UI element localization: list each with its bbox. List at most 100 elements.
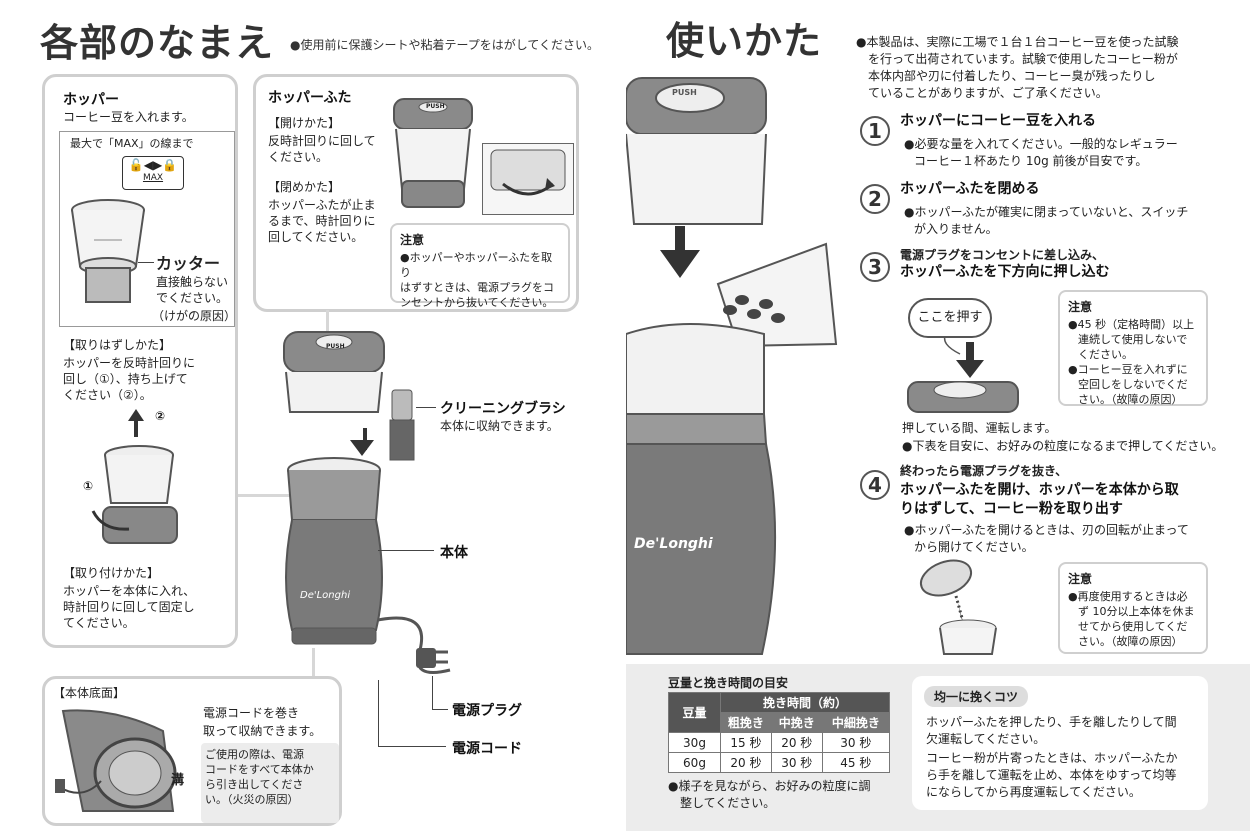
cutter-desc-2: でください。 bbox=[156, 291, 229, 305]
table-note-1: ●様子を見ながら、お好みの粒度に調 bbox=[668, 779, 871, 793]
cutter-label: カッター bbox=[156, 254, 221, 273]
step-3-caution-4: ●コーヒー豆を入れずに bbox=[1068, 363, 1188, 376]
step-4-number: 4 bbox=[860, 470, 890, 500]
step-3-caution-1: ●45 秒（定格時間）以上 bbox=[1068, 318, 1195, 331]
press-here-bubble: ここを押す bbox=[908, 298, 992, 338]
table-note-2: 整してください。 bbox=[680, 796, 776, 810]
col-amount-header: 豆量 bbox=[668, 692, 721, 733]
cleaning-brush-label: クリーニングブラシ bbox=[440, 401, 566, 417]
cord-fire-note: ご使用の際は、電源 コードをすべて本体か ら引き出してくださ い。（火災の原因） bbox=[201, 743, 339, 823]
body-bottom-illustration bbox=[55, 709, 177, 812]
attach-heading: 【取り付けかた】 bbox=[63, 566, 160, 580]
intro-3: 本体内部や刃に付着したり、コーヒー臭が残ったりし bbox=[868, 69, 1156, 83]
col-fine-header: 中細挽き bbox=[821, 712, 891, 733]
protective-sheet-note: ●使用前に保護シートや粘着テープをはがしてください。 bbox=[290, 38, 600, 52]
max-line-box: 最大で「MAX」の線まで 🔓◀▶🔒 MAX カッター 直接触らない でください。… bbox=[59, 131, 236, 327]
open-heading: 【開けかた】 bbox=[268, 116, 341, 130]
rotate-arrow-icon bbox=[490, 149, 566, 196]
attach-text-3: てください。 bbox=[63, 616, 135, 630]
hopper-heading: ホッパー bbox=[63, 92, 119, 108]
close-heading: 【閉めかた】 bbox=[268, 180, 341, 194]
power-plug-label: 電源プラグ bbox=[452, 703, 522, 719]
tips-line-4: ら手を離して運転を止め、本体をゆすって均等 bbox=[926, 768, 1177, 782]
table-cell: 15 秒 bbox=[720, 732, 772, 753]
pour-grounds-illustration bbox=[919, 559, 997, 655]
remove-text-1: ホッパーを反時計回りに bbox=[63, 356, 196, 370]
table-row: 30g 15 秒 20 秒 30 秒 bbox=[668, 732, 891, 753]
step-3-caution-6: さい。（故障の原因） bbox=[1078, 393, 1183, 406]
step-4-title-3: りはずして、コーヒー粉を取り出す bbox=[900, 501, 1123, 517]
page-title-usage: 使いかた bbox=[666, 19, 823, 63]
lid-rotate-detail bbox=[482, 143, 574, 215]
close-text-3: 回してください。 bbox=[268, 230, 364, 244]
hopper-illustration bbox=[71, 199, 145, 303]
step-1-text-2: コーヒー１杯あたり 10g 前後が目安です。 bbox=[914, 154, 1148, 168]
body-bottom-panel: 【本体底面】 溝 電源コードを巻き 取って収納できます。 ご使用の際は、電源 コ… bbox=[42, 676, 342, 826]
bottom-note-4: い。（火災の原因） bbox=[205, 793, 299, 806]
col-time-header: 挽き時間（約） bbox=[720, 692, 890, 713]
step-3-title-2: ホッパーふたを下方向に押し込む bbox=[900, 264, 1110, 280]
lid-caution-box: 注意 ●ホッパーやホッパーふたを取り はずすときは、電源プラグをコ ンセントから… bbox=[390, 223, 570, 309]
power-cord-label: 電源コード bbox=[452, 741, 522, 757]
bottom-heading: 【本体底面】 bbox=[53, 686, 126, 700]
step-3-caution-5: 空回しをしないでくだ bbox=[1078, 378, 1188, 391]
power-plug-icon bbox=[416, 648, 448, 668]
lid-caution-1: ●ホッパーやホッパーふたを取り bbox=[400, 251, 553, 279]
row-amount: 60g bbox=[668, 752, 721, 773]
table-cell: 20 秒 bbox=[770, 732, 823, 753]
press-lid-illustration bbox=[907, 336, 1019, 413]
bottom-text-2: 取って収納できます。 bbox=[203, 724, 322, 738]
body-push-label: PUSH bbox=[326, 343, 345, 350]
grinder-usage-illustration bbox=[626, 77, 838, 655]
step-4-text-2: から開けてください。 bbox=[914, 540, 1034, 554]
lid-caution-title: 注意 bbox=[400, 233, 425, 247]
body-label: 本体 bbox=[440, 545, 468, 561]
tips-line-2: 欠運転してください。 bbox=[926, 732, 1046, 746]
cutter-desc-1: 直接触らない bbox=[156, 275, 229, 289]
step-3-caution-3: ください。 bbox=[1078, 348, 1133, 361]
step-2-text-2: が入りません。 bbox=[914, 222, 998, 236]
step-4-caution-title: 注意 bbox=[1068, 572, 1093, 586]
step-4-title-1: 終わったら電源プラグを抜き、 bbox=[900, 464, 1068, 478]
lock-arrows-icon: 🔓◀▶🔒 bbox=[128, 158, 178, 172]
grind-time-table: 豆量 挽き時間（約） 粗挽き 中挽き 中細挽き 30g 15 秒 20 秒 30… bbox=[668, 692, 891, 773]
max-symbol: MAX bbox=[142, 173, 164, 183]
bottom-text-1: 電源コードを巻き bbox=[203, 706, 300, 720]
page-title-parts: 各部のなまえ bbox=[40, 21, 275, 65]
bottom-note-2: コードをすべて本体か bbox=[205, 763, 314, 776]
attach-text-1: ホッパーを本体に入れ、 bbox=[63, 584, 196, 598]
step-4-caution-1: ●再度使用するときは必 bbox=[1068, 590, 1188, 603]
mark-2: ② bbox=[155, 409, 166, 423]
tips-line-5: にならしてから再度運転してください。 bbox=[926, 785, 1141, 799]
lid-caution-2: はずすときは、電源プラグをコ bbox=[400, 281, 554, 294]
lid-hopper-illustration bbox=[393, 98, 473, 208]
remove-text-3: ください（②）。 bbox=[63, 388, 152, 402]
table-row: 60g 20 秒 30 秒 45 秒 bbox=[668, 752, 891, 773]
table-cell: 20 秒 bbox=[720, 752, 772, 773]
step-4-text-1: ●ホッパーふたを開けるときは、刃の回転が止まって bbox=[904, 523, 1189, 537]
step-3-title-1: 電源プラグをコンセントに差し込み、 bbox=[900, 248, 1105, 262]
intro-1: ●本製品は、実際に工場で１台１台コーヒー豆を使った試験 bbox=[856, 35, 1179, 49]
step-1-title: ホッパーにコーヒー豆を入れる bbox=[900, 113, 1096, 129]
attach-text-2: 時計回りに回して固定し bbox=[63, 600, 195, 614]
tips-line-1: ホッパーふたを押したり、手を離したりして間 bbox=[926, 715, 1177, 729]
bottom-note-3: ら引き出してくださ bbox=[205, 778, 304, 791]
intro-4: ていることがありますが、ご了承ください。 bbox=[868, 86, 1108, 100]
max-symbol-box: 🔓◀▶🔒 MAX bbox=[122, 156, 184, 190]
step-4-caution-2: ず 10分以上本体を休ま bbox=[1078, 605, 1195, 618]
step-1-number: 1 bbox=[860, 116, 890, 146]
hero-brand: De'Longhi bbox=[634, 536, 713, 552]
grinder-exploded-illustration bbox=[283, 331, 451, 674]
table-cell: 30 秒 bbox=[770, 752, 823, 773]
body-brand: De'Longhi bbox=[300, 590, 351, 601]
remove-heading: 【取りはずしかた】 bbox=[63, 338, 172, 352]
even-grind-tips-box: 均一に挽くコツ ホッパーふたを押したり、手を離したりして間 欠運転してください。… bbox=[912, 676, 1208, 810]
remove-hopper-illustration bbox=[91, 409, 178, 544]
tips-title: 均一に挽くコツ bbox=[924, 686, 1029, 707]
hero-push-label: PUSH bbox=[672, 88, 697, 97]
close-text-2: るまで、時計回りに bbox=[268, 214, 376, 228]
step-2-text-1: ●ホッパーふたが確実に閉まっていないと、スイッチ bbox=[904, 205, 1189, 219]
step-3-caution-box: 注意 ●45 秒（定格時間）以上 連続して使用しないで ください。 ●コーヒー豆… bbox=[1058, 290, 1208, 406]
tips-line-3: コーヒー粉が片寄ったときは、ホッパーふたか bbox=[926, 751, 1178, 765]
intro-2: を行って出荷されています。試験で使用したコーヒー粉が bbox=[868, 52, 1178, 66]
